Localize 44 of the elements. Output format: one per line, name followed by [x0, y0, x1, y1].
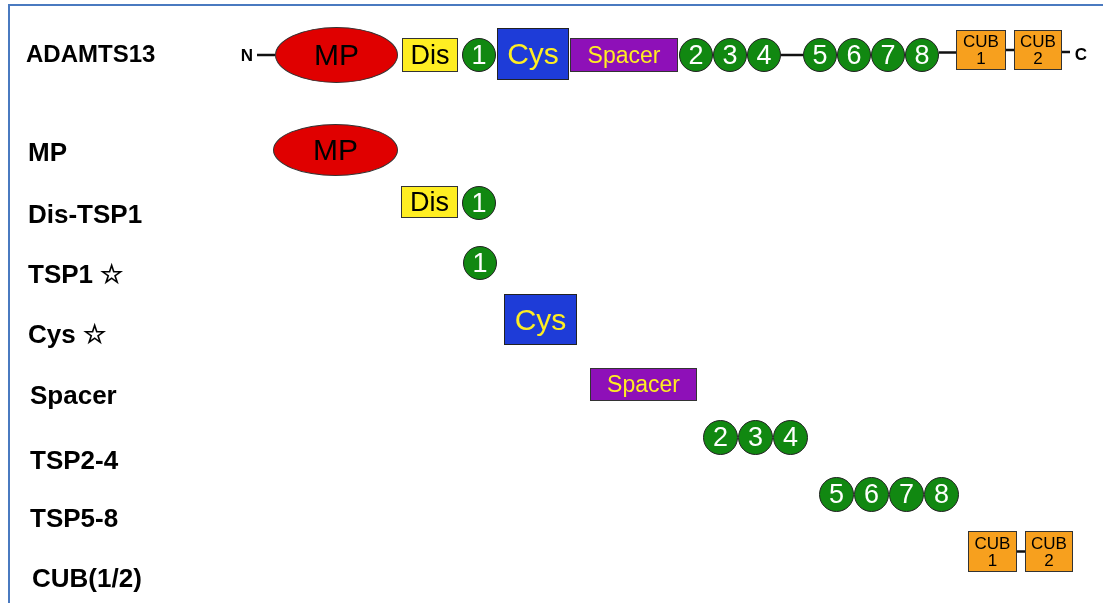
domain-circle: 1: [462, 186, 496, 220]
domain-box: Dis: [402, 38, 458, 72]
domain-box: Cys: [497, 28, 569, 80]
linker-line: [939, 51, 956, 54]
domain-box: CUB 1: [956, 30, 1006, 70]
domain-circle: 3: [738, 420, 773, 455]
row-label: TSP2-4: [30, 445, 119, 476]
domain-box: Dis: [401, 186, 458, 218]
domain-circle: 2: [679, 38, 713, 72]
domain-circle: 1: [463, 246, 497, 280]
protein-name: ADAMTS13: [26, 40, 156, 68]
row-label: MP: [28, 137, 67, 168]
row-label: TSP1 ☆: [28, 259, 124, 290]
domain-ellipse: MP: [275, 27, 398, 83]
row-label: Spacer: [30, 380, 117, 411]
domain-box: CUB 1: [968, 531, 1017, 572]
terminus-label: N: [237, 44, 257, 66]
domain-circle: 8: [924, 477, 959, 512]
domain-box: Cys: [504, 294, 577, 345]
domain-circle: 4: [773, 420, 808, 455]
domain-circle: 2: [703, 420, 738, 455]
row-label: Cys ☆: [28, 319, 106, 350]
row-label: TSP5-8: [30, 503, 119, 534]
domain-circle: 1: [462, 38, 496, 72]
domain-box: CUB 2: [1025, 531, 1073, 572]
domain-box: Spacer: [590, 368, 697, 401]
domain-box: Spacer: [570, 38, 678, 72]
linker-line: [257, 53, 275, 57]
domain-circle: 7: [871, 38, 905, 72]
domain-circle: 3: [713, 38, 747, 72]
domain-circle: 4: [747, 38, 781, 72]
domain-circle: 5: [803, 38, 837, 72]
row-label: CUB(1/2): [32, 563, 142, 594]
linker-line: [781, 53, 803, 57]
domain-circle: 7: [889, 477, 924, 512]
domain-circle: 8: [905, 38, 939, 72]
domain-ellipse: MP: [273, 124, 398, 176]
domain-box: CUB 2: [1014, 30, 1062, 70]
row-label: Dis-TSP1: [28, 199, 143, 230]
linker-line: [1017, 550, 1025, 553]
domain-circle: 5: [819, 477, 854, 512]
domain-circle: 6: [837, 38, 871, 72]
terminus-label: C: [1070, 42, 1092, 66]
domain-circle: 6: [854, 477, 889, 512]
